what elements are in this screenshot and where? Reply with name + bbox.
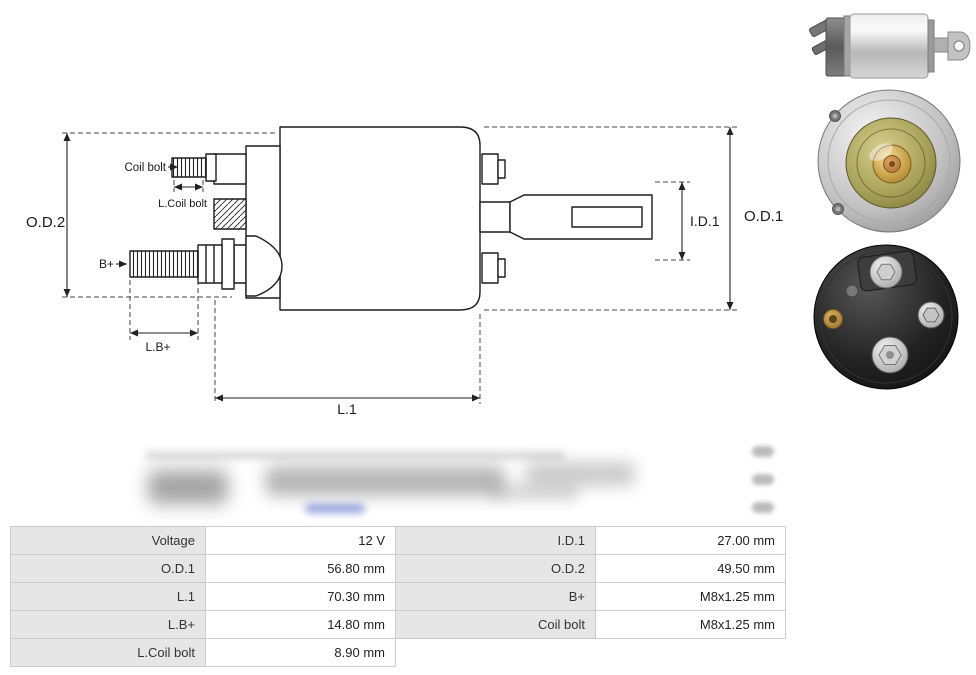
spec-label: L.B+ <box>10 610 206 639</box>
spec-value: 70.30 mm <box>205 582 396 611</box>
id1-label: I.D.1 <box>690 213 720 229</box>
blurred-watermark <box>130 438 780 526</box>
spec-value: 49.50 mm <box>595 554 786 583</box>
plunger-slot <box>571 206 643 228</box>
od1-label: O.D.1 <box>744 208 783 225</box>
spec-label: I.D.1 <box>395 526 596 555</box>
solenoid-dimension-diagram: O.D.2 O.D.1 I.D.1 L.1 L.B+ B+ Coil bolt … <box>26 126 783 417</box>
product-photo-back-view[interactable] <box>803 242 973 392</box>
bottom-foot <box>245 235 283 297</box>
back-view-rendering <box>813 244 959 390</box>
spec-empty-cell <box>396 639 596 667</box>
technical-drawing: O.D.2 O.D.1 I.D.1 L.1 L.B+ B+ Coil bolt … <box>26 126 783 417</box>
b-plus-label: B+ <box>99 257 114 271</box>
solenoid-back-photo <box>813 244 959 390</box>
spec-label: B+ <box>395 582 596 611</box>
lb-label: L.B+ <box>145 340 170 354</box>
l1-label: L.1 <box>337 401 357 417</box>
spec-label: O.D.2 <box>395 554 596 583</box>
watermark-blob <box>490 484 580 500</box>
b-plus-stud <box>129 250 199 278</box>
spec-row: O.D.1 56.80 mm O.D.2 49.50 mm <box>10 554 786 583</box>
right-bottom-clip-tip <box>497 258 506 278</box>
spec-value: 12 V <box>205 526 396 555</box>
spec-value: 27.00 mm <box>595 526 786 555</box>
spec-label: Voltage <box>10 526 206 555</box>
product-photo-side-view[interactable] <box>808 4 972 88</box>
spec-label: L.Coil bolt <box>10 638 206 667</box>
spec-table: Voltage 12 V I.D.1 27.00 mm O.D.1 56.80 … <box>10 526 786 667</box>
coil-bolt-nut <box>205 153 217 182</box>
b-plus-nut <box>197 244 223 284</box>
watermark-blob <box>265 466 505 496</box>
plunger-neck <box>479 201 511 233</box>
b-plus-plate <box>233 244 247 284</box>
spec-label: L.1 <box>10 582 206 611</box>
watermark-blob <box>148 470 228 504</box>
spec-label: Coil bolt <box>395 610 596 639</box>
spec-row: L.1 70.30 mm B+ M8x1.25 mm <box>10 582 786 611</box>
product-photo-front-view[interactable] <box>803 88 973 236</box>
watermark-unit-mark <box>752 502 774 513</box>
spec-row: L.B+ 14.80 mm Coil bolt M8x1.25 mm <box>10 610 786 639</box>
side-view-rendering <box>809 13 971 79</box>
solenoid-outline <box>129 126 653 311</box>
front-view-rendering <box>817 89 961 233</box>
watermark-blue-mark <box>305 504 365 513</box>
solenoid-side-photo <box>809 13 971 79</box>
spec-value: 56.80 mm <box>205 554 396 583</box>
od2-label: O.D.2 <box>26 214 65 231</box>
spec-empty-cell <box>596 639 786 667</box>
spec-row: L.Coil bolt 8.90 mm <box>10 638 786 667</box>
l-coil-bolt-label: L.Coil bolt <box>158 198 207 210</box>
b-plus-washer <box>221 238 235 290</box>
right-top-clip <box>481 153 499 185</box>
right-bottom-clip <box>481 252 499 284</box>
watermark-streak <box>145 452 565 459</box>
spec-value: M8x1.25 mm <box>595 610 786 639</box>
watermark-unit-mark <box>752 446 774 457</box>
spec-value: 14.80 mm <box>205 610 396 639</box>
spec-label: O.D.1 <box>10 554 206 583</box>
dimension-lines <box>63 127 734 402</box>
spec-value: 8.90 mm <box>205 638 396 667</box>
watermark-blob <box>525 462 635 486</box>
coil-bolt-label: Coil bolt <box>124 162 166 174</box>
solenoid-front-photo <box>817 89 961 233</box>
spec-value: M8x1.25 mm <box>595 582 786 611</box>
watermark-unit-mark <box>752 474 774 485</box>
coil-boss <box>213 198 247 230</box>
right-top-clip-tip <box>497 159 506 179</box>
spec-row: Voltage 12 V I.D.1 27.00 mm <box>10 526 786 555</box>
solenoid-body <box>279 126 481 311</box>
